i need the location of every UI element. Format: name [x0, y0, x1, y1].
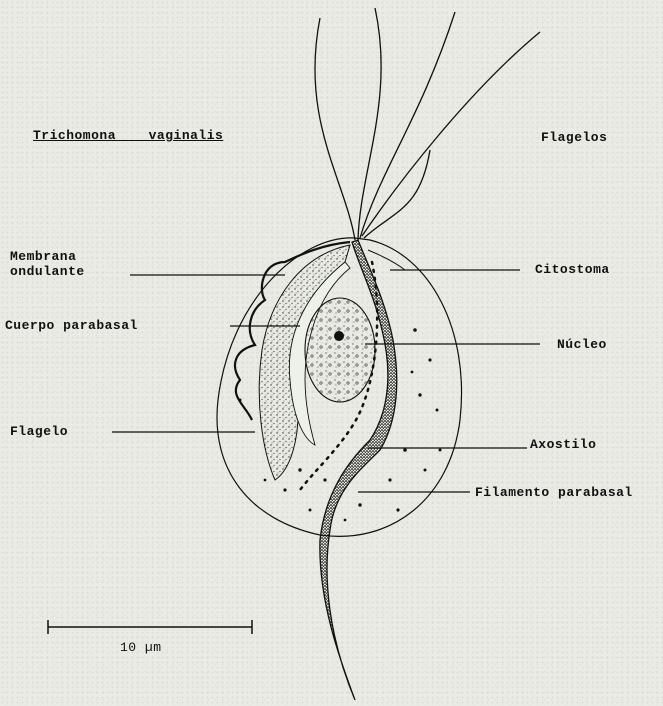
label-cuerpo-parabasal: Cuerpo parabasal — [5, 318, 138, 333]
label-flagelos: Flagelos — [541, 130, 607, 145]
flagella-lines — [315, 8, 540, 240]
scale-bar — [48, 620, 252, 634]
label-membrana-ondulante: Membrana ondulante — [10, 249, 85, 279]
diagram-title: Trichomona vaginalis — [33, 128, 223, 143]
nucleolus — [334, 331, 344, 341]
label-nucleo: Núcleo — [557, 337, 607, 352]
label-filamento-parabasal: Filamento parabasal — [475, 485, 633, 500]
label-axostilo: Axostilo — [530, 437, 596, 452]
label-flagelo: Flagelo — [10, 424, 68, 439]
scale-bar-label: 10 µm — [120, 640, 162, 655]
nucleus — [305, 298, 375, 402]
label-citostoma: Citostoma — [535, 262, 610, 277]
